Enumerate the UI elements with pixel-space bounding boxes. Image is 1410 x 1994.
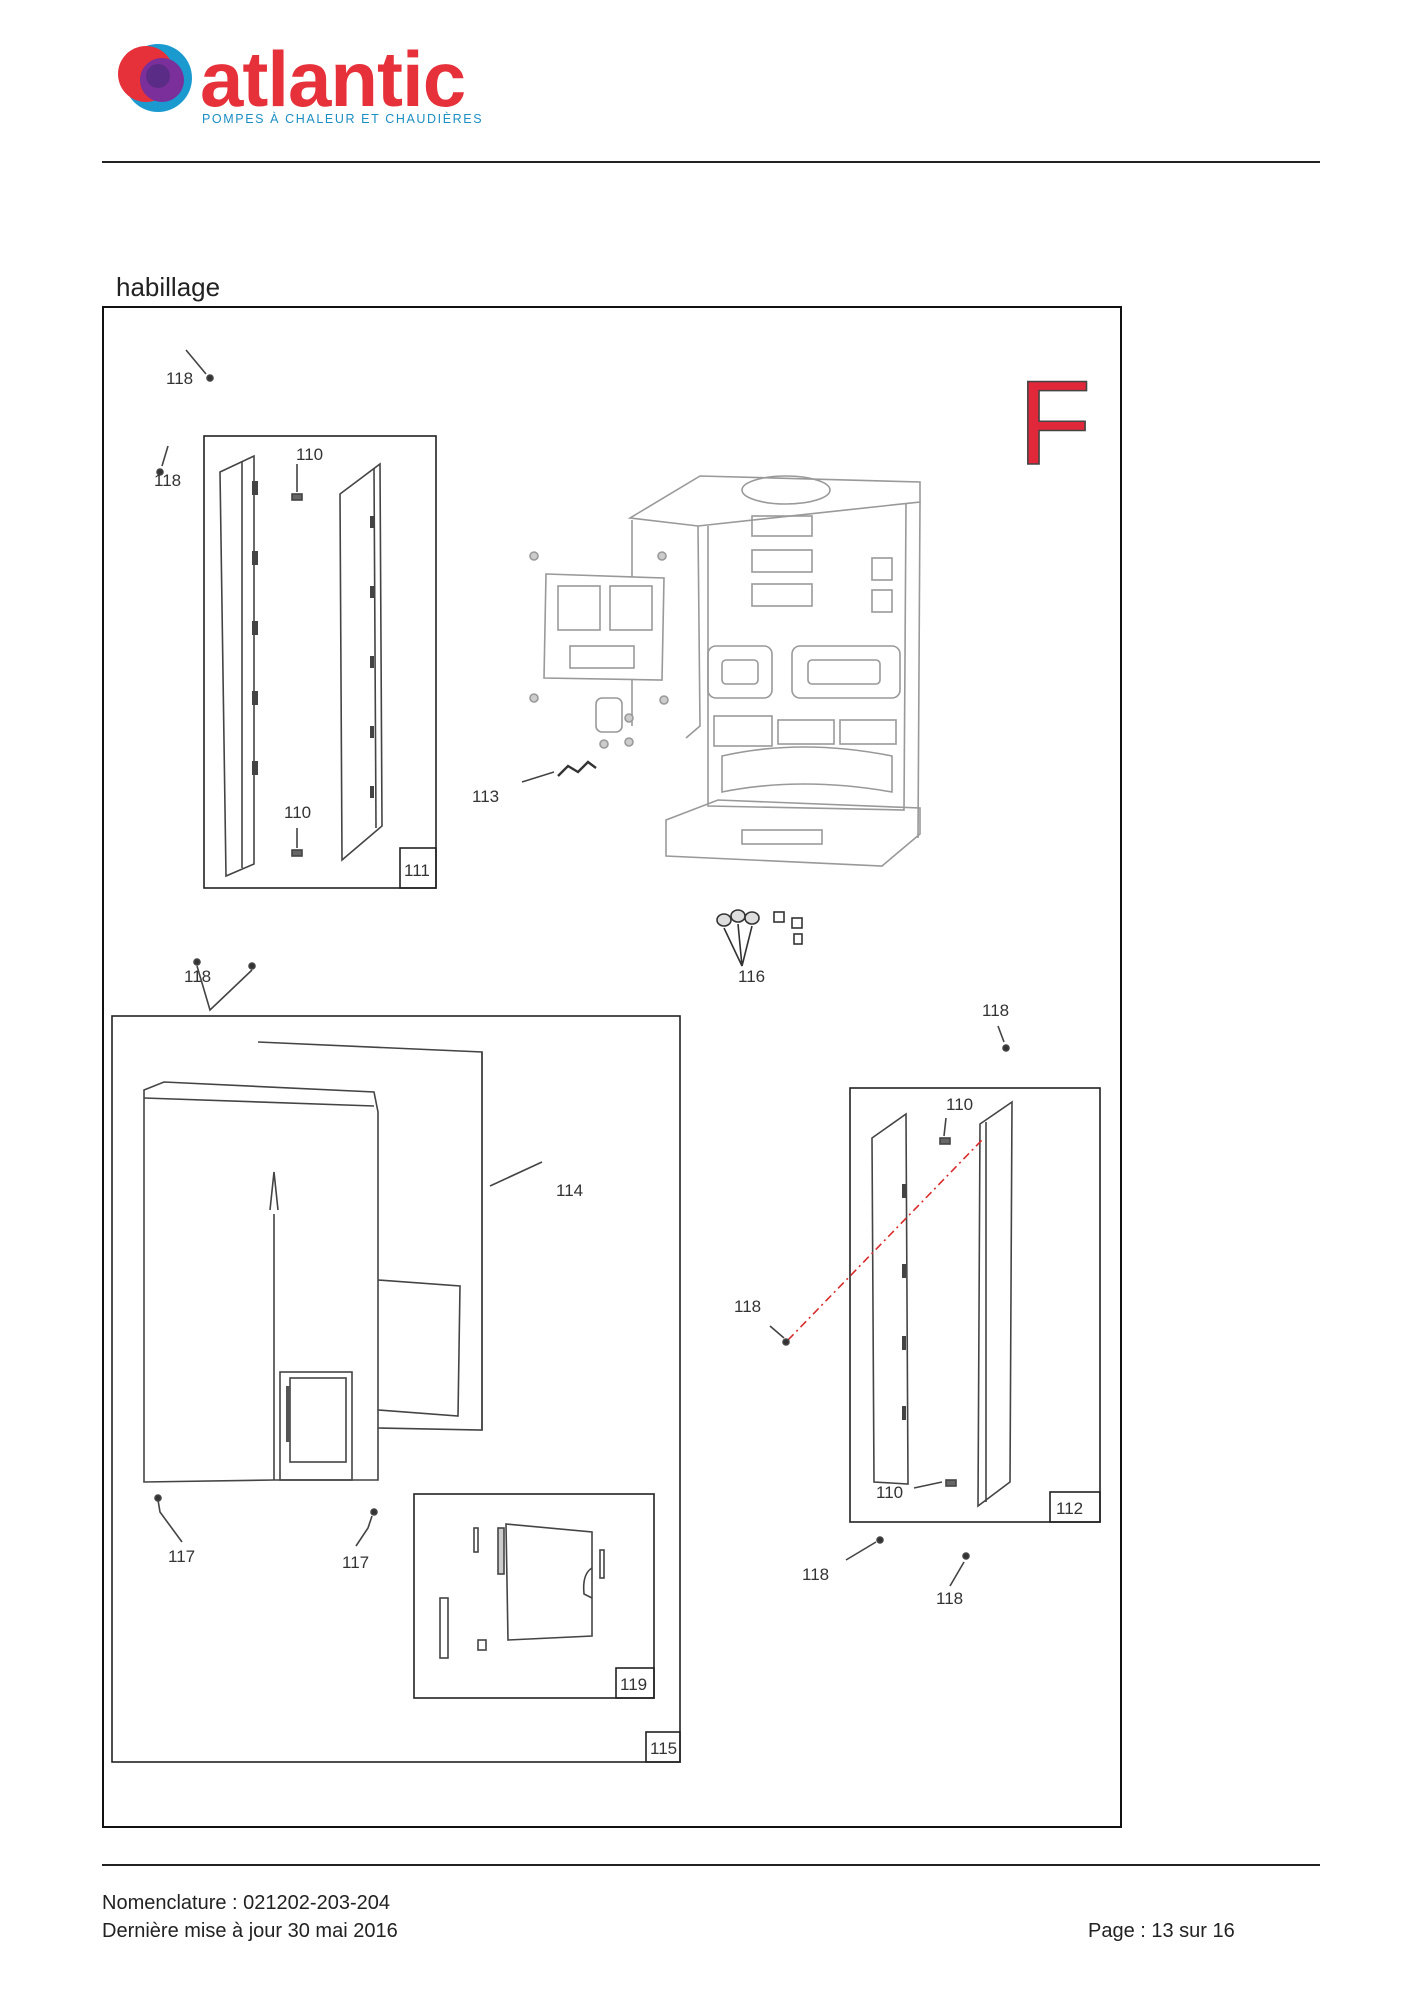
exploded-view-drawing: F <box>111 349 1101 1763</box>
side-panel-group-112 <box>849 1087 1101 1523</box>
box-label-111: 111 <box>404 861 430 880</box>
callout-110: 110 <box>296 445 323 464</box>
callout-118: 118 <box>734 1297 761 1316</box>
brand-tagline: POMPES À CHALEUR ET CHAUDIÈRES <box>202 112 484 126</box>
footer-nomenclature: Nomenclature : 021202-203-204 <box>102 1892 390 1914</box>
callout-110: 110 <box>284 803 311 822</box>
footer-page-number: Page : 13 sur 16 <box>1088 1920 1235 1942</box>
callout-114: 114 <box>556 1181 583 1200</box>
callout-118: 118 <box>184 967 211 986</box>
logo-mark-icon <box>118 44 192 112</box>
callout-113: 113 <box>472 787 499 806</box>
callout-110: 110 <box>946 1095 973 1114</box>
atlantic-logo <box>118 44 192 112</box>
callout-118: 118 <box>166 369 193 388</box>
box-label-119: 119 <box>620 1675 647 1694</box>
box-label-115: 115 <box>650 1739 677 1758</box>
callout-118: 118 <box>982 1001 1009 1020</box>
door-group-119 <box>413 1493 655 1699</box>
brand-name: atlantic <box>200 35 466 123</box>
boiler-frame <box>627 475 921 867</box>
side-panel-group-111 <box>203 435 437 889</box>
callout-118: 118 <box>154 471 181 490</box>
variant-letter: F <box>1018 356 1091 490</box>
callout-118: 118 <box>802 1565 829 1584</box>
footer-last-updated: Dernière mise à jour 30 mai 2016 <box>102 1920 398 1942</box>
front-casing-group-115 <box>111 1015 681 1763</box>
diagram-frame <box>102 306 1122 1828</box>
caps-116 <box>716 909 803 967</box>
section-title: habillage <box>116 272 221 302</box>
footer-divider <box>102 1864 1320 1866</box>
callout-110: 110 <box>876 1483 903 1502</box>
screws-top-left <box>156 349 256 1012</box>
callout-117: 117 <box>168 1547 195 1566</box>
header-divider <box>102 161 1320 163</box>
callout-118: 118 <box>936 1589 963 1608</box>
callout-116: 116 <box>738 967 765 986</box>
box-label-112: 112 <box>1056 1499 1083 1518</box>
callout-labels: 118 118 110 110 111 113 118 116 118 110 … <box>154 369 1083 1758</box>
bracket-plate <box>529 551 669 749</box>
callout-117: 117 <box>342 1553 369 1572</box>
